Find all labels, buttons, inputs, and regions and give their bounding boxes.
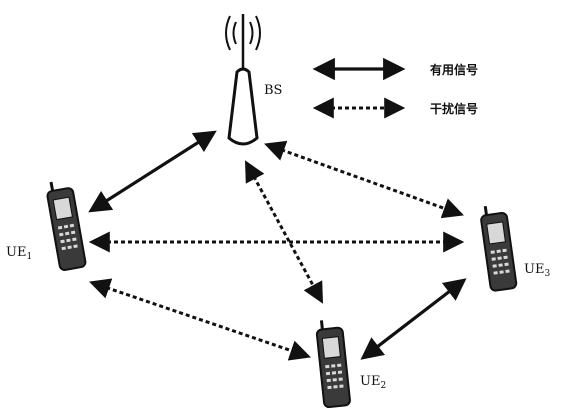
mobile-phone-icon	[480, 206, 518, 292]
interference-link-bs-ue2	[244, 160, 324, 304]
interference-link-ue1-ue2	[89, 278, 311, 361]
links-layer	[88, 130, 467, 361]
legend-useful-label: 有用信号	[430, 62, 478, 77]
bs-label: BS	[264, 83, 282, 98]
useful-link-bs-ue1	[88, 130, 217, 213]
useful-link-ue2-ue3	[360, 278, 467, 360]
antenna-tower-icon	[225, 14, 261, 146]
ue1-label: UE1	[6, 245, 32, 262]
mobile-phone-icon	[315, 320, 351, 409]
ue2-label: UE2	[360, 374, 386, 391]
ue3-node: UE3	[480, 206, 550, 292]
interference-link-bs-ue3	[264, 140, 464, 219]
base-station: BS	[225, 14, 282, 146]
mobile-phone-icon	[46, 181, 87, 271]
ue1-node: UE1	[6, 181, 87, 271]
ue3-label: UE3	[524, 262, 550, 279]
legend: 有用信号 干扰信号	[312, 57, 478, 119]
ue2-node: UE2	[315, 320, 386, 409]
legend-interference-label: 干扰信号	[430, 101, 478, 116]
